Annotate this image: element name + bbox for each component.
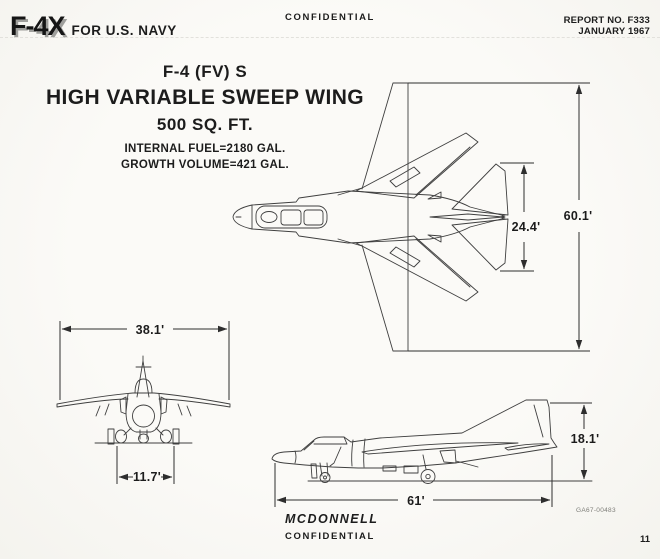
left-main-wheel [115, 429, 127, 444]
swept-wing-upper [355, 132, 479, 199]
plan-fuselage [232, 190, 506, 244]
underwing-fairings [95, 403, 192, 417]
length-label: 61' [407, 494, 425, 508]
witness-lines-tail [500, 162, 534, 272]
aircraft-model: F-4 (FV) S [162, 62, 248, 81]
title-headline: HIGH VARIABLE SWEEP WING [45, 86, 364, 109]
logo-tagline: FOR U.S. NAVY [71, 23, 177, 38]
front-fin [135, 355, 152, 398]
fin-top-view [429, 213, 504, 221]
gear-track-label: 11.7' [133, 470, 161, 484]
side-nose-details [294, 436, 348, 464]
ventral-detail [382, 465, 397, 472]
right-main-wheel [160, 429, 172, 444]
header-logo-row: F-4X FOR U.S. NAVY [10, 11, 177, 42]
report-date: JANUARY 1967 [578, 26, 650, 38]
stabilizer-upper [451, 163, 509, 216]
left-gear-door [107, 428, 115, 445]
page-number: 11 [640, 534, 651, 545]
classification-footer: CONFIDENTIAL [285, 531, 375, 542]
title-block: F-4 (FV) S HIGH VARIABLE SWEEP WING 500 … [35, 62, 375, 171]
front-fuselage [125, 393, 162, 433]
swept-wing-lower-detail [389, 238, 471, 288]
f4x-logo: F-4X [10, 11, 66, 41]
canopy-outline [255, 205, 328, 229]
plan-view: 60.1' 24.4' [232, 82, 593, 352]
figure-code: GA67-00483 [576, 507, 616, 514]
main-wheel-hub [425, 473, 431, 480]
dim-gear-track: 11.7' [116, 446, 175, 484]
wing-gloves [337, 187, 363, 247]
witness-lines-length [274, 455, 553, 507]
witness-lines-front-span [59, 321, 230, 400]
side-wing-sliver [361, 442, 519, 455]
canopy-rear-frame [303, 209, 324, 226]
dim-span-swept: 38.1' [59, 321, 230, 400]
front-wings [56, 392, 231, 408]
aft-fairings [427, 191, 442, 243]
front-gear-struts [123, 427, 164, 440]
side-main-gear [403, 454, 427, 474]
windshield [260, 211, 278, 223]
swept-wing-lower [355, 235, 479, 302]
company-name: MCDONNELL [285, 512, 379, 526]
rudder-line [533, 404, 544, 438]
wing-area: 500 SQ. FT. [156, 115, 254, 134]
dim-length: 61' [274, 455, 553, 508]
extended-wing-outline [361, 82, 409, 352]
nose-wheel-hub [323, 475, 327, 480]
main-wheel-side [420, 469, 436, 484]
side-fuselage-frames [329, 438, 366, 468]
canopy-front-frame [280, 209, 302, 226]
speed-brake [439, 449, 479, 468]
front-view: 38.1' 11.7' [56, 321, 231, 484]
header-rule [0, 37, 660, 38]
swept-wing-upper-detail [389, 146, 471, 196]
witness-lines-span [408, 82, 590, 352]
dim-tail-span: 24.4' [500, 162, 541, 272]
front-side-intakes [119, 396, 168, 415]
tail-tip-dot [501, 215, 505, 219]
growth-volume: GROWTH VOLUME=421 GAL. [121, 159, 289, 171]
height-label: 18.1' [571, 432, 600, 446]
report-number: REPORT NO. F333 [563, 15, 650, 26]
front-inlet [132, 404, 155, 428]
plan-span-label: 60.1' [564, 209, 593, 223]
witness-lines-gear [116, 446, 175, 484]
nose-wheel-side [319, 472, 331, 483]
internal-fuel: INTERNAL FUEL=2180 GAL. [124, 143, 286, 155]
front-canopy [134, 378, 153, 394]
side-fuselage [271, 399, 558, 469]
right-gear-door [172, 428, 180, 445]
stabilizer-lower [451, 218, 509, 271]
dim-span-extended: 60.1' [408, 82, 593, 352]
dim-height: 18.1' [550, 402, 600, 480]
front-span-label: 38.1' [136, 323, 165, 337]
tail-span-label: 24.4' [512, 220, 541, 234]
side-stab-sliver [504, 443, 550, 451]
classification-header: CONFIDENTIAL [285, 12, 375, 23]
side-view: 61' 18.1' [271, 399, 600, 508]
report-info: REPORT NO. F333 JANUARY 1967 [564, 15, 650, 38]
